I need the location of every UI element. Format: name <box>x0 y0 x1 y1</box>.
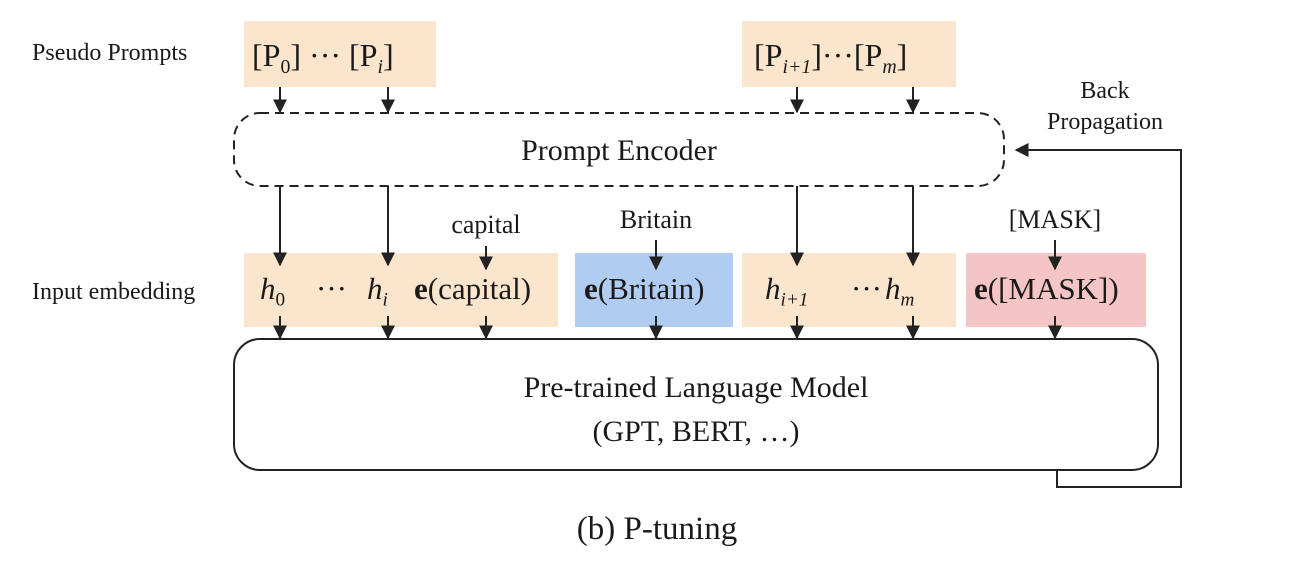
pseudo-prompt-box-left <box>244 21 436 87</box>
embedding-hi1: hi+1 <box>765 271 809 311</box>
embedding-h0: h0 <box>260 271 286 311</box>
back-propagation-label: Back Propagation <box>1030 76 1180 138</box>
back-propagation-line1: Back <box>1080 78 1130 104</box>
language-model-line1: Pre-trained Language Model <box>523 371 869 404</box>
prompt-tokens-right: [Pi+1]···[Pm] <box>754 37 908 78</box>
embedding-box-h-right <box>742 253 956 327</box>
input-embedding-label: Input embedding <box>32 279 196 305</box>
language-model-shape <box>233 338 1159 471</box>
pseudo-prompt-box-right <box>742 21 956 87</box>
word-mask: [MASK] <box>1008 205 1102 234</box>
embedding-dots-right: ··· <box>851 271 882 306</box>
back-propagation-line2: Propagation <box>1047 109 1163 135</box>
embedding-britain: e(Britain) <box>584 271 705 306</box>
embedding-mask: e([MASK]) <box>974 271 1119 306</box>
prompt-encoder-label: Prompt Encoder <box>521 134 717 167</box>
back-propagation-arrow <box>1014 143 1182 488</box>
embedding-hi: hi <box>367 271 388 311</box>
embedding-capital: e(capital) <box>414 271 532 306</box>
language-model-label: Pre-trained Language Model (GPT, BERT, …… <box>234 366 1158 454</box>
word-britain: Britain <box>619 205 693 234</box>
language-model-line2: (GPT, BERT, …) <box>592 415 800 448</box>
embedding-dots-left: ··· <box>316 271 347 306</box>
pseudo-prompts-label: Pseudo Prompts <box>32 40 188 66</box>
figure-caption: (b) P-tuning <box>576 511 738 547</box>
embedding-hm: hm <box>885 271 915 311</box>
word-capital: capital <box>451 210 521 239</box>
prompt-tokens-left: [P0] ··· [Pi] <box>252 37 394 78</box>
prompt-encoder-shape <box>233 112 1005 187</box>
embedding-box-h-left <box>244 253 558 327</box>
